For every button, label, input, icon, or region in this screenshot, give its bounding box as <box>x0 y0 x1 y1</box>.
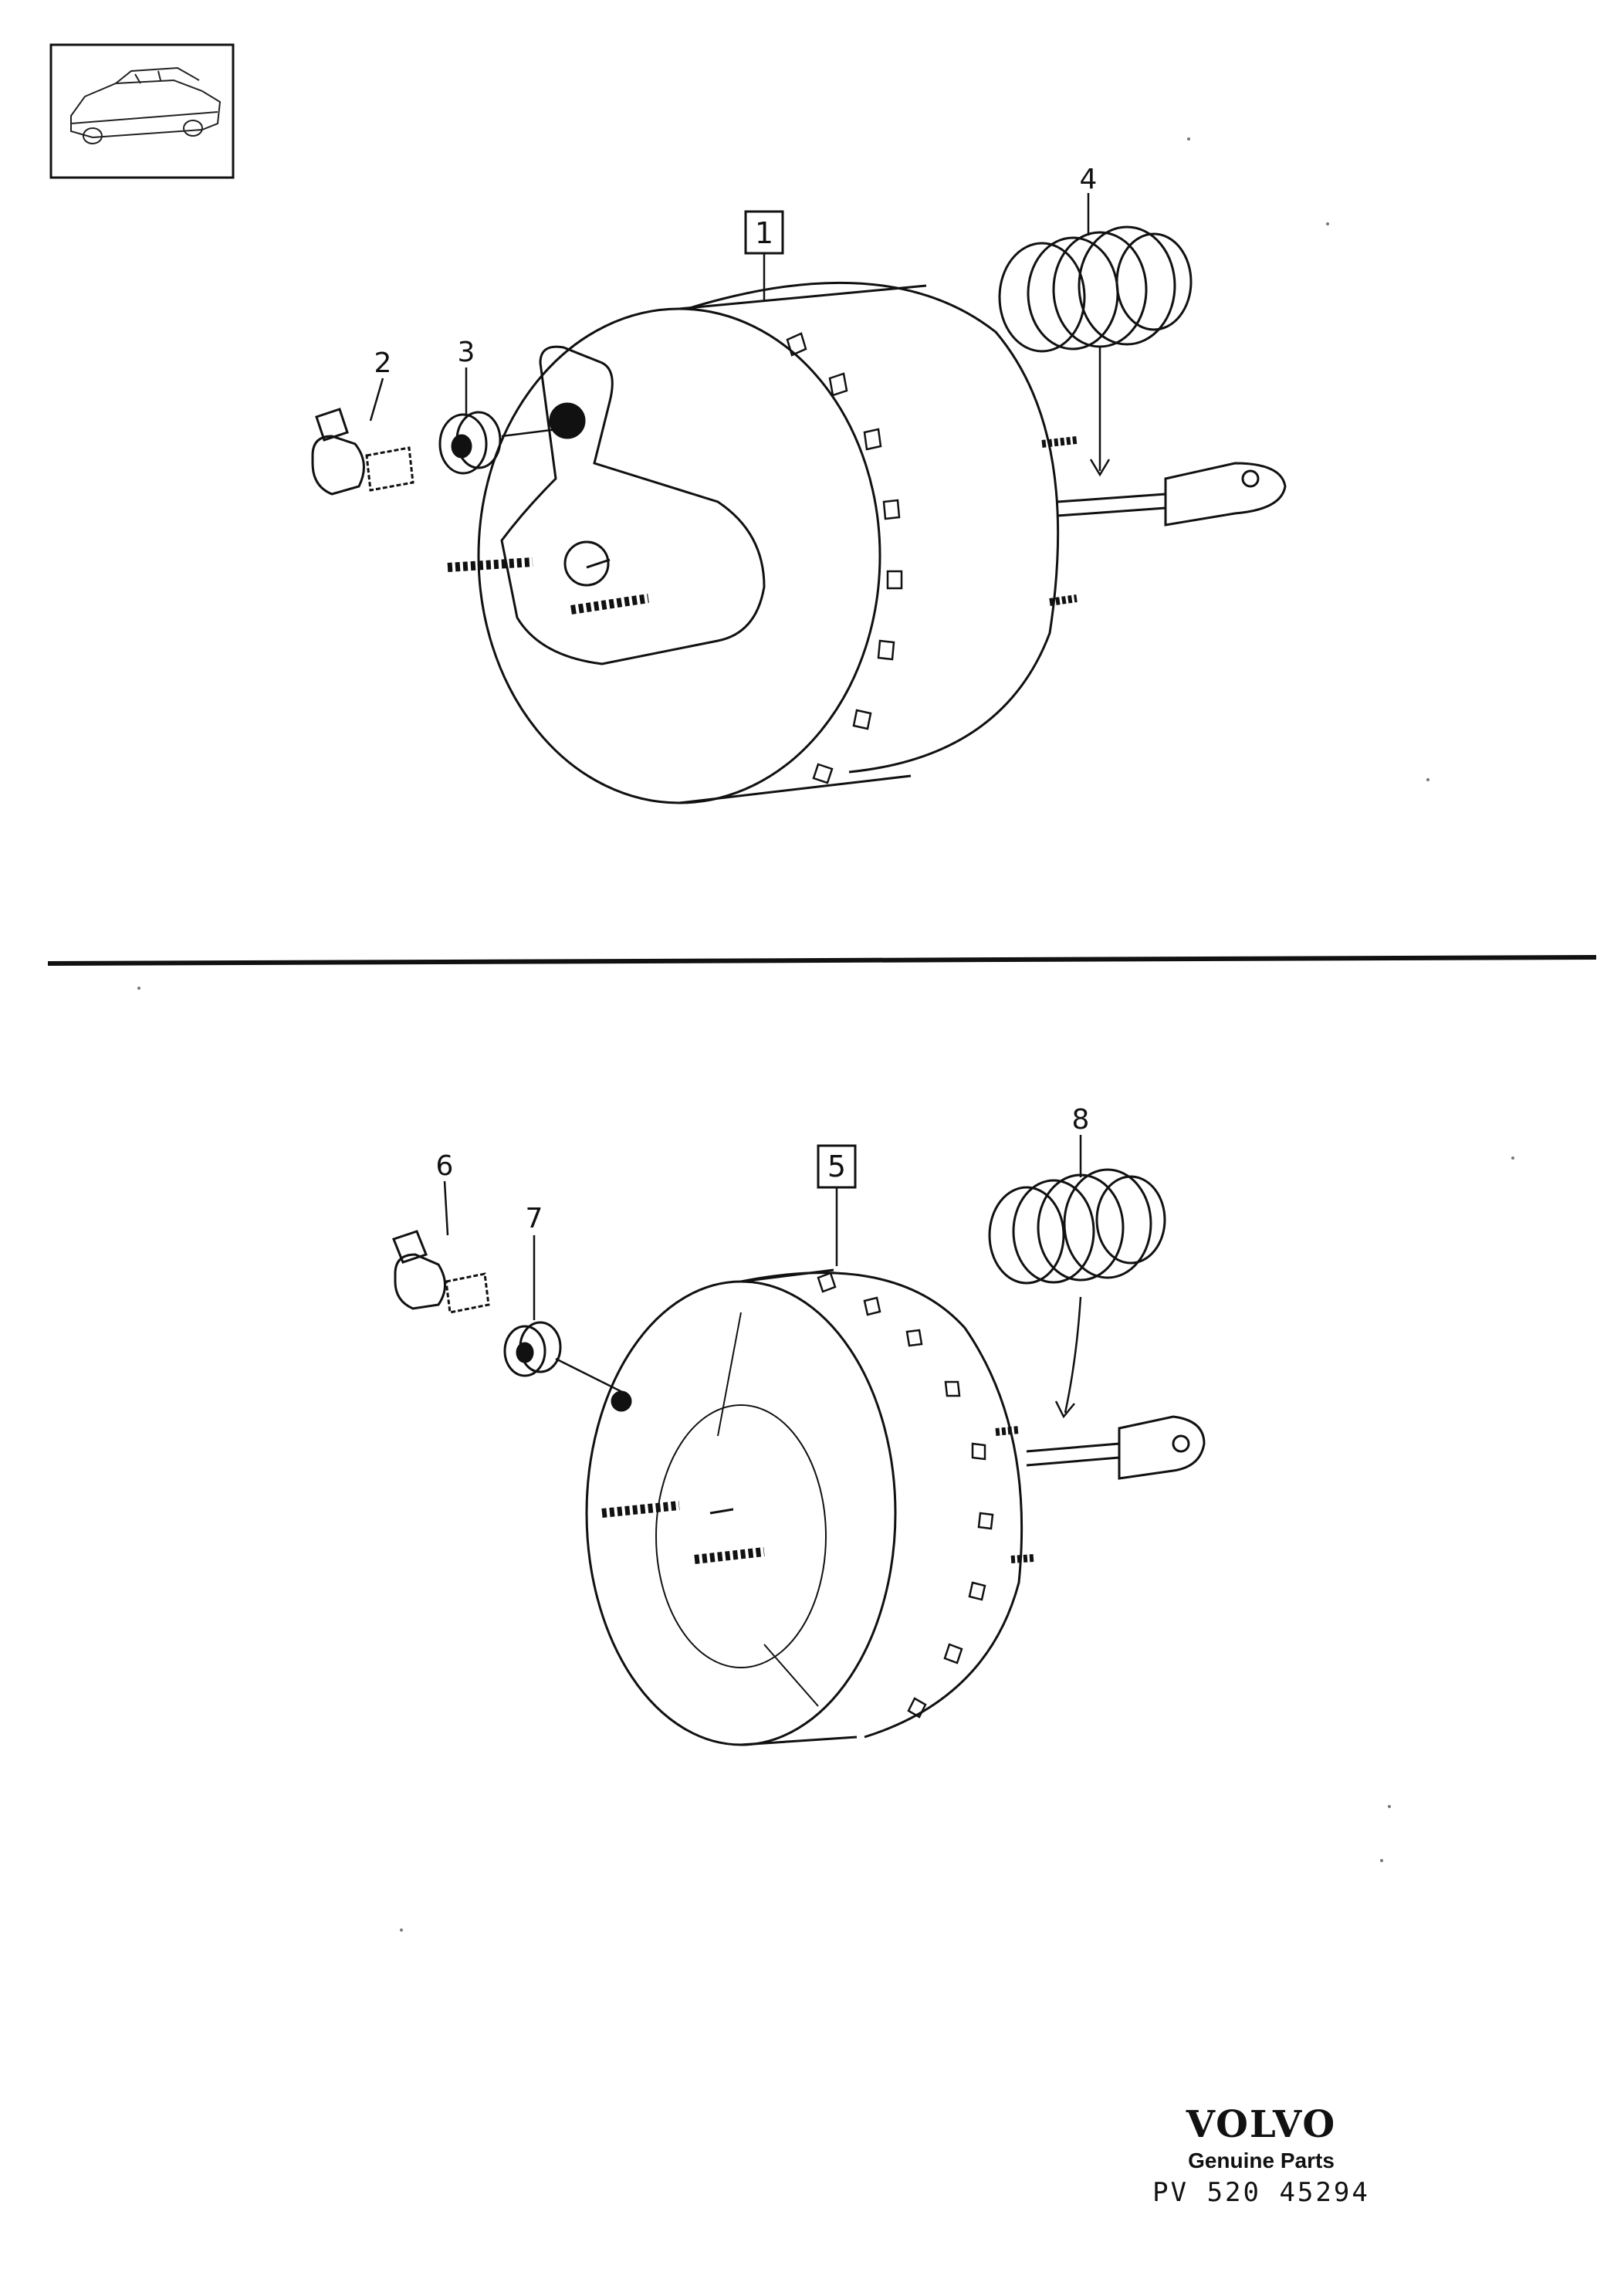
part-2-check-valve <box>311 408 414 496</box>
callout-1: 1 <box>755 216 773 250</box>
brand-tagline: Genuine Parts <box>1188 2148 1335 2172</box>
callout-8: 8 <box>1072 1104 1090 1136</box>
part-6-check-valve <box>392 1230 490 1314</box>
callout-3: 3 <box>458 337 475 368</box>
callout-6: 6 <box>436 1150 454 1182</box>
scan-specks <box>137 137 1514 1932</box>
callout-5: 5 <box>827 1150 846 1184</box>
vehicle-thumbnail <box>49 43 235 179</box>
part-8-boot <box>988 1168 1166 1419</box>
upper-brake-booster <box>447 281 1287 804</box>
callout-2: 2 <box>374 347 392 379</box>
diagram-code: PV 520 45294 <box>1152 2176 1370 2208</box>
lower-callouts <box>443 1135 1082 1320</box>
callout-7: 7 <box>526 1203 543 1234</box>
callout-4: 4 <box>1080 164 1098 195</box>
brand-footer: VOLVO Genuine Parts PV 520 45294 <box>1145 2105 1377 2210</box>
part-7-grommet <box>503 1321 626 1395</box>
lower-brake-booster <box>585 1268 1206 1746</box>
upper-callouts <box>369 193 1090 422</box>
car-icon <box>70 66 222 144</box>
part-4-boot <box>998 225 1193 477</box>
brand-logo: VOLVO <box>1186 2102 1337 2146</box>
section-divider <box>47 955 1597 966</box>
part-3-grommet <box>438 411 564 475</box>
